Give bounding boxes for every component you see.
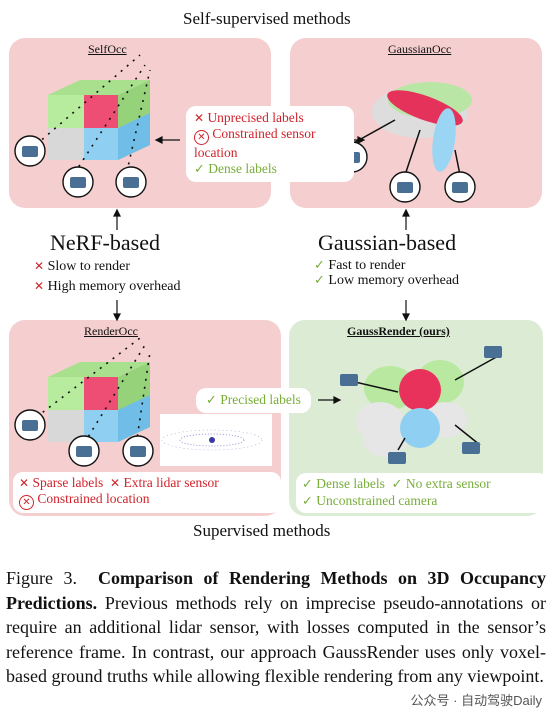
renderocc-label: RenderOcc xyxy=(84,324,138,338)
gaussian-title: Gaussian-based xyxy=(318,230,457,255)
x-mark-icon: ✕ xyxy=(194,111,205,125)
x-mark-icon: ✕ xyxy=(34,259,45,273)
gaussrender-pros-bubble: ✓ Dense labels ✓ No extra sensor ✓ Uncon… xyxy=(296,473,548,513)
camera-icons-top-left xyxy=(22,146,139,188)
top-item-constrained: Constrained sensor location xyxy=(194,126,316,160)
x-mark-icon: ✕ xyxy=(19,476,30,490)
renderocc-voxel-illustration xyxy=(29,337,151,453)
check-icon: ✓ xyxy=(302,477,313,492)
gaussrender-no-sensor: No extra sensor xyxy=(405,476,491,491)
circled-x-icon: ✕ xyxy=(19,495,34,510)
nerf-title: NeRF-based xyxy=(50,230,160,255)
renderocc-constrained: Constrained location xyxy=(37,491,150,506)
renderocc-cons-bubble: ✕ Sparse labels ✕ Extra lidar sensor ✕ C… xyxy=(13,472,281,513)
lidar-scan-illustration xyxy=(160,414,272,466)
check-icon: ✓ xyxy=(391,477,403,492)
gaussian-item-memory: ✓ Low memory overhead xyxy=(314,273,460,288)
gaussrender-illustration xyxy=(354,354,501,457)
caption-bold: Comparison of Rendering Methods on 3D Oc… xyxy=(6,568,547,613)
top-item-unprecised: Unprecised labels xyxy=(207,110,304,125)
x-mark-icon: ✕ xyxy=(34,279,45,293)
x-mark-icon: ✕ xyxy=(110,476,121,490)
top-bubble: ✕ Unprecised labels ✕ Constrained sensor… xyxy=(186,106,354,182)
check-icon: ✓ xyxy=(302,494,313,509)
circled-x-icon: ✕ xyxy=(194,130,209,145)
selfocc-voxel-illustration xyxy=(29,54,151,181)
gaussrender-label: GaussRender (ours) xyxy=(347,324,450,338)
gaussrender-unconstrained: Unconstrained camera xyxy=(316,493,438,508)
precised-labels-bubble: ✓ Precised labels xyxy=(196,388,311,413)
top-title: Self-supervised methods xyxy=(183,9,351,28)
top-item-dense: Dense labels xyxy=(208,161,277,176)
check-icon: ✓ xyxy=(314,273,325,288)
check-icon: ✓ xyxy=(194,162,205,177)
figure-caption: Figure 3. Comparison of Rendering Method… xyxy=(6,566,546,689)
renderocc-lidar: Extra lidar sensor xyxy=(123,475,219,490)
check-icon: ✓ xyxy=(314,258,325,273)
renderocc-sparse: Sparse labels xyxy=(32,475,104,490)
caption-body: Previous methods rely on imprecise pseud… xyxy=(6,592,546,687)
gaussian-item-fast: ✓ Fast to render xyxy=(314,258,406,273)
watermark: 公众号 · 自动驾驶Daily xyxy=(410,693,542,708)
gaussianocc-label: GaussianOcc xyxy=(388,42,452,56)
nerf-item-memory: ✕ High memory overhead xyxy=(34,279,181,294)
gaussrender-cameras xyxy=(340,346,502,464)
nerf-item-slow: ✕ Slow to render xyxy=(34,259,130,274)
gaussrender-dense: Dense labels xyxy=(316,476,385,491)
gaussianocc-illustration xyxy=(349,82,472,176)
check-icon: ✓ xyxy=(206,393,217,408)
selfocc-label: SelfOcc xyxy=(88,42,127,56)
bottom-title: Supervised methods xyxy=(193,521,331,540)
precised-labels: Precised labels xyxy=(220,392,301,407)
caption-prefix: Figure 3. xyxy=(6,568,77,588)
figure-illustrations xyxy=(14,54,502,467)
